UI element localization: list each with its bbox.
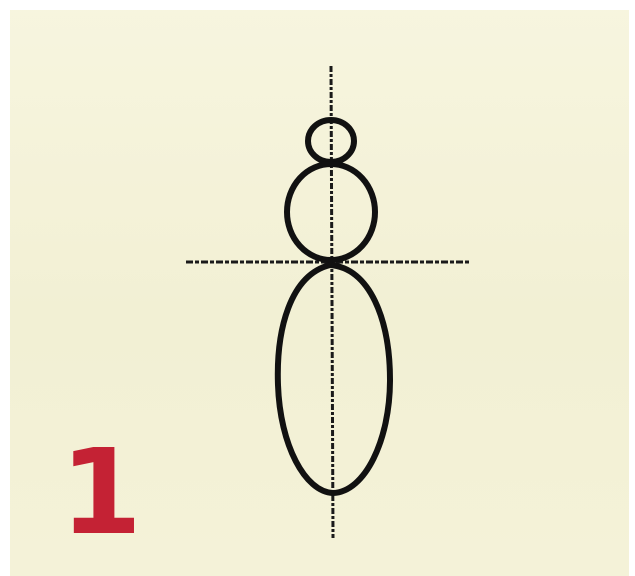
vertical-guide-line [331, 66, 333, 538]
step-number: 1 [60, 432, 130, 552]
